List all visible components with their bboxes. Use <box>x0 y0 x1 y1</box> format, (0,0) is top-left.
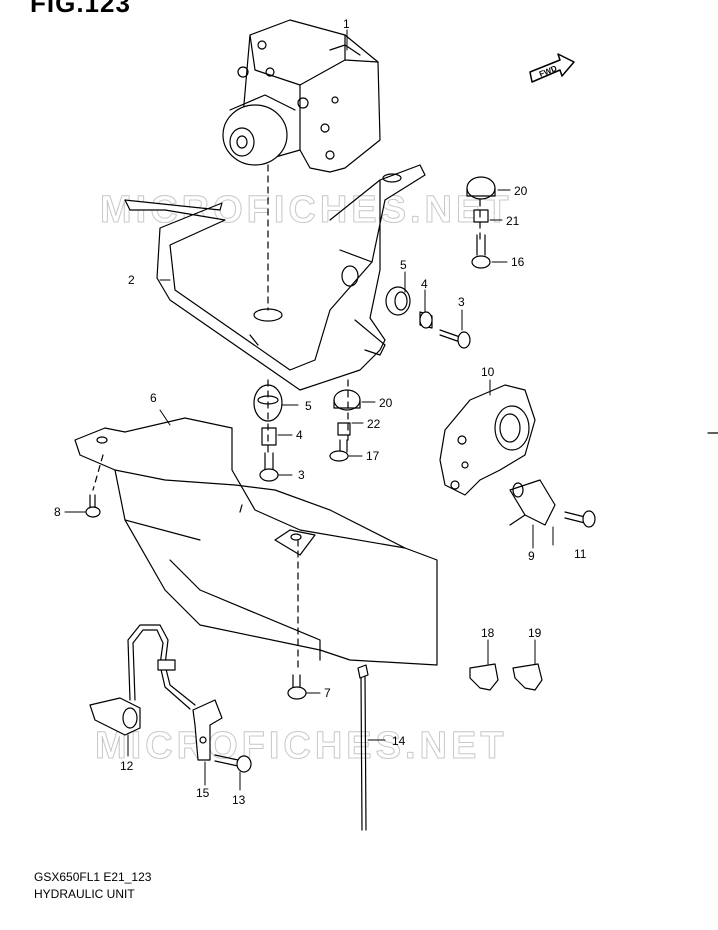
part-21-collar <box>473 209 489 223</box>
callout-3b: 3 <box>298 468 305 482</box>
callout-2: 2 <box>128 273 135 287</box>
part-1-hydraulic-unit <box>222 19 381 173</box>
part-12-brake-pipe <box>89 624 196 736</box>
part-4-collar-upper <box>419 311 433 329</box>
part-19-clip <box>512 663 543 691</box>
part-4-collar-lower <box>261 427 277 446</box>
callout-18: 18 <box>481 626 495 640</box>
callout-11: 11 <box>574 547 587 561</box>
callout-15: 15 <box>196 786 210 800</box>
callout-9: 9 <box>528 549 535 563</box>
part-14-cable-tie <box>357 664 369 831</box>
part-17-bolt <box>329 439 349 462</box>
callout-labels: 1 2 3 3 4 4 5 5 6 7 8 9 10 11 12 13 14 1… <box>54 17 587 807</box>
callout-20a: 20 <box>514 184 528 198</box>
part-3-bolt-lower <box>259 452 279 482</box>
svg-text:FWD: FWD <box>538 64 558 79</box>
callout-4b: 4 <box>296 428 303 442</box>
part-11-bolt <box>564 510 596 528</box>
watermark-bottom: MICROFICHES.NET <box>95 725 508 768</box>
part-8-screw <box>85 494 101 518</box>
callout-16: 16 <box>511 255 525 269</box>
callout-4a: 4 <box>421 277 428 291</box>
callout-6: 6 <box>150 391 157 405</box>
callout-19: 19 <box>528 626 542 640</box>
callout-5b: 5 <box>305 399 312 413</box>
callout-10: 10 <box>481 365 495 379</box>
part-18-clip <box>469 663 499 691</box>
callout-8: 8 <box>54 505 61 519</box>
fwd-arrow-icon: FWD <box>529 53 575 83</box>
callout-20b: 20 <box>379 396 393 410</box>
figure-title: FIG.123 <box>30 0 131 18</box>
part-6-cover <box>74 417 438 666</box>
callout-13: 13 <box>232 793 246 807</box>
figure-name: HYDRAULIC UNIT <box>34 887 135 901</box>
part-22-collar <box>337 422 351 436</box>
callout-5a: 5 <box>400 258 407 272</box>
part-3-bolt-upper <box>439 329 471 349</box>
part-15-clamp <box>192 699 223 761</box>
callout-3a: 3 <box>458 295 465 309</box>
callout-21: 21 <box>506 214 520 228</box>
part-13-bolt <box>214 754 252 773</box>
part-7-bolt <box>287 674 307 700</box>
part-9-sensor <box>509 479 556 526</box>
callout-17: 17 <box>366 449 380 463</box>
part-10-sensor-bracket <box>439 384 536 496</box>
callout-12: 12 <box>120 759 134 773</box>
part-16-bolt <box>471 234 491 269</box>
callout-7: 7 <box>324 686 331 700</box>
part-20-grommet-upper <box>466 176 496 200</box>
callout-14: 14 <box>392 734 406 748</box>
svg-text:MICROFICHES.NET: MICROFICHES.NET <box>95 725 508 767</box>
part-5-grommet-upper <box>385 286 411 316</box>
figure-code: GSX650FL1 E21_123 <box>34 870 152 884</box>
part-2-bracket <box>124 164 426 391</box>
callout-1: 1 <box>343 17 350 31</box>
part-20-grommet-lower <box>333 389 361 411</box>
callout-22: 22 <box>367 417 381 431</box>
assembly-lines <box>92 164 481 671</box>
leader-lines <box>64 29 554 791</box>
